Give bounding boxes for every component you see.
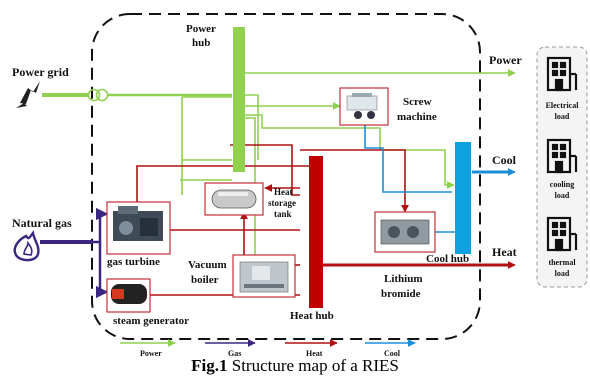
legend-power-label: Power <box>140 349 162 358</box>
heat-storage-label-2: storage <box>268 198 296 208</box>
lithium-bromide <box>374 211 436 253</box>
thermal-load-label-1: thermal <box>548 258 576 267</box>
power-hub-label-2: hub <box>192 37 210 49</box>
power-lines <box>180 69 516 259</box>
output-power-label: Power <box>489 53 522 67</box>
figure-number: Fig.1 <box>191 356 228 375</box>
vacuum-boiler <box>232 254 296 298</box>
cool-hub-bar <box>455 142 471 254</box>
screw-label-2: machine <box>397 111 437 123</box>
building-icon <box>546 138 578 174</box>
output-cool-label: Cool <box>492 153 517 167</box>
heat-hub-bar <box>309 156 323 308</box>
screw-machine <box>339 87 389 126</box>
lightning-icon <box>16 81 40 108</box>
power-hub-label-1: Power <box>186 23 216 35</box>
building-icon <box>546 56 578 92</box>
system-boundary <box>91 13 481 340</box>
power-grid-label: Power grid <box>12 65 69 79</box>
legend-cool-label: Cool <box>384 349 401 358</box>
gas-turbine-label: gas turbine <box>107 256 160 268</box>
gas-turbine <box>106 201 171 255</box>
heat-storage-label-1: Heat <box>274 187 293 197</box>
thermal-load-label-2: load <box>555 269 570 278</box>
legend-gas-label: Gas <box>228 349 241 358</box>
lithium-label-1: Lithium <box>384 273 423 285</box>
figure-caption-text: Structure map of a RIES <box>227 356 399 375</box>
steam-generator <box>106 278 151 313</box>
gas-lines <box>40 207 109 299</box>
lithium-label-2: bromide <box>381 288 421 300</box>
figure-caption: Fig.1 Structure map of a RIES <box>0 356 590 376</box>
heat-hub-label: Heat hub <box>290 310 334 322</box>
natural-gas-label: Natural gas <box>12 216 72 230</box>
screw-label-1: Screw <box>403 96 432 108</box>
legend-heat-label: Heat <box>306 349 323 358</box>
electrical-load-label-2: load <box>555 112 570 121</box>
cooling-load-label-2: load <box>555 191 570 200</box>
electrical-load-label-1: Electrical <box>546 101 580 110</box>
vacuum-label-2: boiler <box>191 274 219 286</box>
cool-hub-label: Cool hub <box>426 253 469 265</box>
heat-storage-label-3: tank <box>274 209 292 219</box>
heat-storage-tank <box>204 182 264 216</box>
vacuum-label-1: Vacuum <box>188 259 227 271</box>
cooling-load-label-1: cooling <box>550 180 574 189</box>
output-heat-label: Heat <box>492 245 517 259</box>
building-icon <box>546 216 578 252</box>
steam-generator-label: steam generator <box>113 315 189 327</box>
power-hub-bar <box>233 27 245 172</box>
transformer-icon <box>87 88 109 102</box>
flame-icon <box>13 230 40 262</box>
